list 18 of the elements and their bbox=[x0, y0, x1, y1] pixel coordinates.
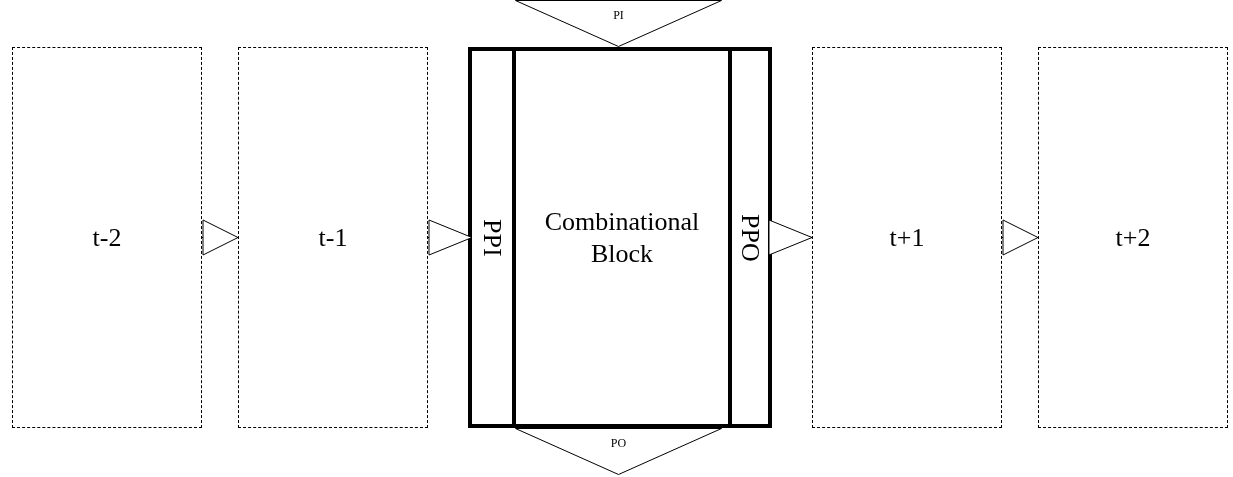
label-text: Combinational Block bbox=[543, 206, 701, 269]
time-frame-box bbox=[12, 47, 202, 428]
label-text: t+1 bbox=[889, 221, 925, 254]
label-text: PPI bbox=[476, 218, 508, 257]
triangle-arrow bbox=[767, 219, 813, 256]
label-text: t-2 bbox=[92, 221, 122, 254]
label-text: PPO bbox=[734, 213, 766, 262]
time-frame-box bbox=[1038, 47, 1228, 428]
label-text: t-1 bbox=[318, 221, 348, 254]
label-text: PO bbox=[609, 436, 628, 451]
triangle-arrow bbox=[427, 219, 473, 256]
circuit-frame-box bbox=[468, 47, 772, 428]
label-text: PI bbox=[612, 8, 625, 23]
time-frame-box bbox=[812, 47, 1002, 428]
triangle-arrow bbox=[1001, 219, 1039, 256]
time-frame-box bbox=[238, 47, 428, 428]
triangle-arrow bbox=[201, 219, 239, 256]
label-text: t+2 bbox=[1115, 221, 1151, 254]
